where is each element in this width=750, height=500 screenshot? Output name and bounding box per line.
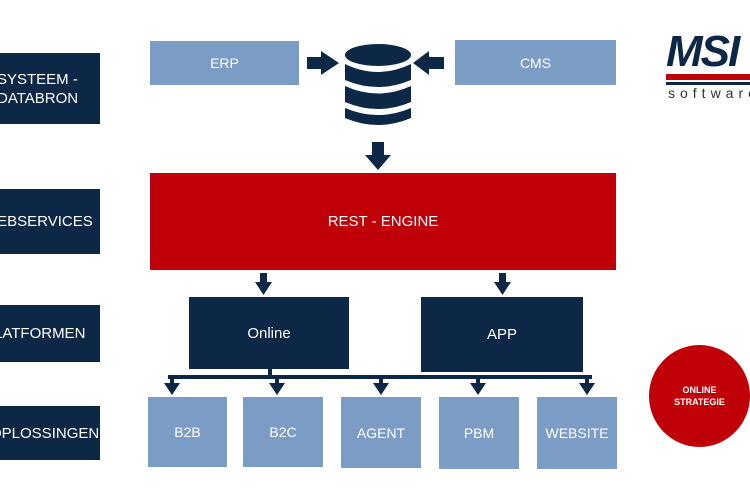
solution-label: WEBSITE <box>545 425 609 441</box>
solution-b2c-box: B2C <box>243 397 323 467</box>
layer-label-text: OPLOSSINGEN <box>0 424 100 442</box>
cms-box: CMS <box>455 40 616 85</box>
erp-box: ERP <box>150 41 299 85</box>
layer-label-platformen: PLATFORMEN <box>0 305 100 362</box>
layer-label-oplossingen: OPLOSSINGEN <box>0 406 100 460</box>
online-strategie-badge: ONLINE STRATEGIE <box>649 345 750 447</box>
rest-engine-box: REST - ENGINE <box>150 173 616 270</box>
logo-red-stripe <box>666 74 750 80</box>
company-logo: MSI software <box>666 30 750 100</box>
solution-label: AGENT <box>356 424 406 441</box>
arrow-erp-to-db <box>307 51 339 75</box>
app-platform-label: APP <box>486 326 517 343</box>
solution-website-box: WEBSITE <box>537 397 617 469</box>
erp-label: ERP <box>210 55 239 71</box>
solution-b2b-box: B2B <box>148 397 227 467</box>
logo-subtitle: software <box>668 85 750 100</box>
arrow-db-to-engine <box>365 142 391 170</box>
logo-blue-stripe <box>666 82 750 85</box>
online-platform-box: Online <box>189 297 349 369</box>
logo-mark: MSI <box>666 30 740 76</box>
database-icon <box>345 44 411 125</box>
layer-label-text: PLATFORMEN <box>0 325 86 342</box>
solution-label: B2B <box>174 424 201 440</box>
online-platform-label: Online <box>247 324 291 342</box>
arrow-distribution-bar <box>164 369 595 395</box>
solution-label: PBM <box>463 425 495 441</box>
app-platform-box: APP <box>421 297 583 372</box>
layer-label-text: SYSTEEM - DATABRON <box>0 70 79 107</box>
solution-agent-box: AGENT <box>341 397 421 468</box>
layer-label-webservices: WEBSERVICES <box>0 189 100 254</box>
layer-label-systeem-databron: SYSTEEM - DATABRON <box>0 53 100 124</box>
arrow-cms-to-db <box>413 51 444 75</box>
strategy-line-1: ONLINE <box>682 385 717 395</box>
solution-pbm-box: PBM <box>439 397 519 469</box>
solution-label: B2C <box>269 424 297 440</box>
arrow-engine-to-app <box>494 273 511 295</box>
strategy-line-2: STRATEGIE <box>674 397 725 407</box>
rest-engine-label: REST - ENGINE <box>327 213 439 230</box>
arrow-engine-to-online <box>255 273 272 295</box>
layer-label-text: WEBSERVICES <box>0 213 93 230</box>
cms-label: CMS <box>519 54 552 71</box>
